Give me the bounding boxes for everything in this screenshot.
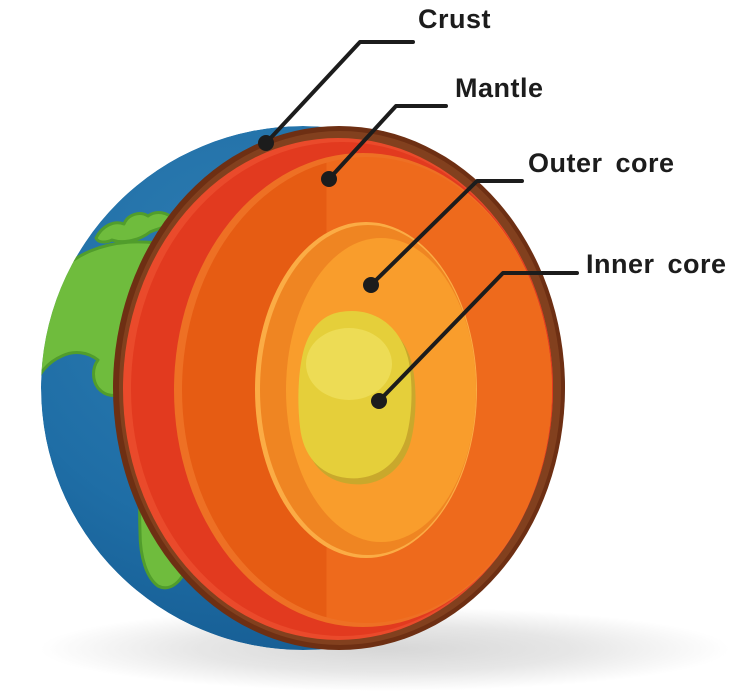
- label-outer-core: Outer core: [528, 148, 675, 178]
- dot-outer-core: [363, 277, 379, 293]
- inner-core-highlight: [306, 328, 392, 400]
- dot-crust: [258, 135, 274, 151]
- leader-dots: [258, 135, 387, 409]
- label-inner-core: Inner core: [586, 249, 727, 279]
- leader-line-inner-core: [377, 271, 579, 403]
- dot-mantle: [321, 171, 337, 187]
- leader-line-outer-core: [369, 179, 524, 287]
- leader-line-mantle: [327, 104, 448, 181]
- label-crust: Crust: [418, 4, 492, 34]
- leader-line-crust: [264, 40, 415, 145]
- label-mantle: Mantle: [455, 73, 544, 103]
- leader-lines: [264, 40, 579, 403]
- dot-inner-core: [371, 393, 387, 409]
